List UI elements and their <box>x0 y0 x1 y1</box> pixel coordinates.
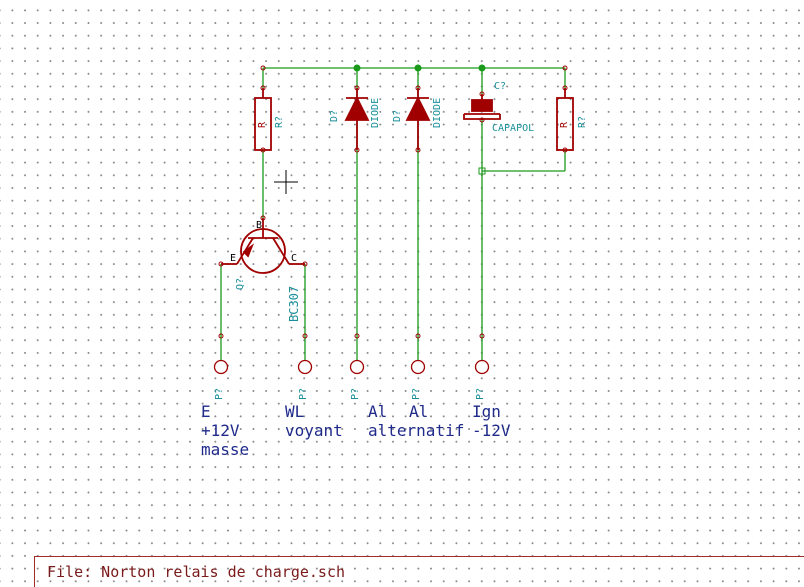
d1-value: DIODE <box>370 97 381 128</box>
d1-ref: D? <box>329 109 340 122</box>
r2-ref: R? <box>577 115 588 128</box>
capacitor-c1 <box>463 94 501 120</box>
p1-ref: P? <box>214 387 225 400</box>
diode-d2 <box>405 88 431 150</box>
d2-value: DIODE <box>432 97 443 128</box>
p1-label-3: masse <box>201 440 250 459</box>
connectors <box>213 359 490 375</box>
junction-square <box>478 167 486 175</box>
wires <box>220 67 566 360</box>
title-block: File: Norton relais de charge.sch <box>34 556 804 587</box>
connector-p3 <box>349 359 365 375</box>
d2-ref: D? <box>392 109 403 122</box>
p4-label-1: Al <box>409 402 429 421</box>
junction-dot <box>414 64 422 72</box>
p5-ref: P? <box>475 387 486 400</box>
p3-label-1: Al <box>368 402 388 421</box>
r2-value: R <box>559 121 570 128</box>
p1-label-1: E <box>201 402 211 421</box>
c1-value: CAPAPOL <box>492 123 535 134</box>
p5-label-2: -12V <box>472 421 511 440</box>
q1-pin-e: E <box>230 253 237 264</box>
p1-label-2: +12V <box>201 421 240 440</box>
r1-value: R <box>257 121 268 128</box>
c1-ref: C? <box>494 81 507 92</box>
connector-p1 <box>213 359 229 375</box>
connector-p4 <box>410 359 426 375</box>
junction-dot <box>353 64 361 72</box>
p4-ref: P? <box>411 387 422 400</box>
r1-ref: R? <box>274 115 285 128</box>
p2-label-2: voyant <box>285 421 343 440</box>
q1-pin-c: C <box>291 253 298 264</box>
connector-p2 <box>297 359 313 375</box>
transistor-q1 <box>221 218 305 274</box>
p3-label-2: alternatif <box>368 421 465 440</box>
file-name-label: File: Norton relais de charge.sch <box>47 563 346 581</box>
junction-dot <box>478 64 486 72</box>
diode-d1 <box>344 88 370 150</box>
resistor-r2 <box>556 97 574 151</box>
q1-ref: Q? <box>235 277 246 290</box>
resistor-r1 <box>254 97 272 151</box>
p2-ref: P? <box>298 387 309 400</box>
q1-value: BC307 <box>287 285 301 322</box>
crosshair-cursor-icon <box>274 170 298 194</box>
p2-label-1: WL <box>285 402 305 421</box>
junctions <box>353 64 486 175</box>
connector-p5 <box>474 359 490 375</box>
p3-ref: P? <box>350 387 361 400</box>
q1-pin-b: B <box>256 220 263 231</box>
p5-label-1: Ign <box>472 402 501 421</box>
